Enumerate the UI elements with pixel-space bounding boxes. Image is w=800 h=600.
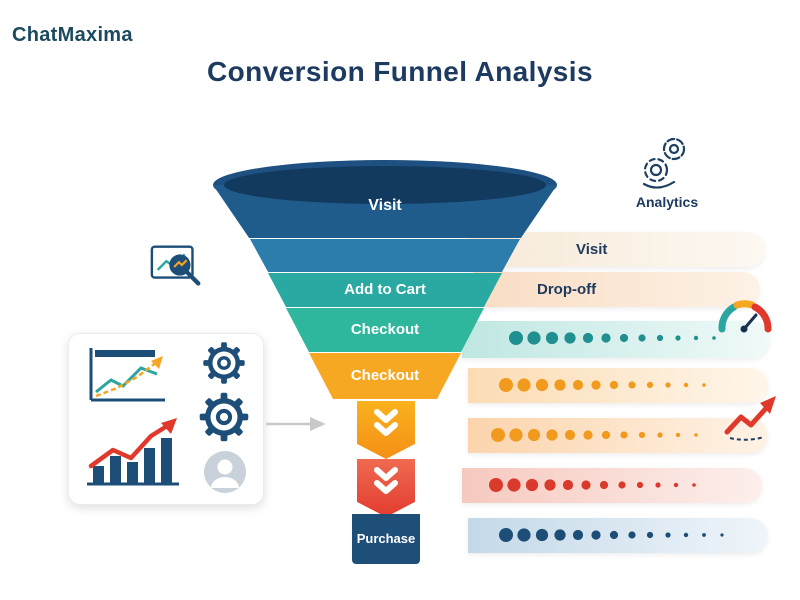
funnel-label-add-to-cart: Add to Cart xyxy=(344,281,426,298)
funnel-stage-purchase xyxy=(352,514,420,564)
funnel-arrow-orange xyxy=(357,401,415,459)
connector-arrow-icon xyxy=(266,417,326,431)
dot-trail-teal xyxy=(509,331,716,345)
chart-magnifier-icon xyxy=(150,245,201,286)
dot-trail-red xyxy=(489,478,696,492)
analytics-card xyxy=(68,333,264,505)
bar-dropoff: Drop-off xyxy=(473,272,760,307)
user-avatar-icon xyxy=(204,451,246,493)
funnel-label-checkout-teal: Checkout xyxy=(350,321,420,338)
chevron-down-icon xyxy=(374,409,398,436)
analytics-doodle-icon xyxy=(642,137,686,189)
funnel-top-opening xyxy=(224,166,546,204)
funnel-label-visit: Visit xyxy=(368,197,402,214)
line-chart-icon xyxy=(89,348,165,402)
dot-trail-orange xyxy=(491,428,698,442)
brand-logo: ChatMaxima xyxy=(12,24,133,46)
dot-trail-navy xyxy=(499,528,724,542)
funnel-stage-checkout-teal xyxy=(286,308,484,352)
gear-icon xyxy=(203,342,245,384)
funnel-stage-checkout-orange xyxy=(309,353,461,399)
page-title: Conversion Funnel Analysis xyxy=(207,56,593,87)
analytics-label: Analytics xyxy=(635,194,699,210)
bar-dots-orange-1 xyxy=(468,368,768,403)
bar-chart-icon xyxy=(87,418,179,486)
bar-dots-red xyxy=(462,468,762,503)
funnel-stage-add-to-cart xyxy=(268,273,502,307)
bar-dots-orange-2 xyxy=(468,418,768,453)
funnel-arrow-red xyxy=(357,459,415,517)
funnel-label-purchase: Purchase xyxy=(356,531,416,546)
dot-trail-orange xyxy=(499,378,706,392)
bar-visit-label: Visit xyxy=(576,241,608,258)
gauge-icon xyxy=(718,300,772,333)
bar-dots-navy xyxy=(468,518,768,553)
chevron-down-icon xyxy=(374,467,398,494)
funnel-label-checkout-orange: Checkout xyxy=(350,367,420,384)
funnel-stage-blue xyxy=(250,239,520,272)
growth-arrow-icon xyxy=(724,396,776,441)
bar-dropoff-label: Drop-off xyxy=(537,281,597,298)
gear-icon xyxy=(199,392,249,442)
